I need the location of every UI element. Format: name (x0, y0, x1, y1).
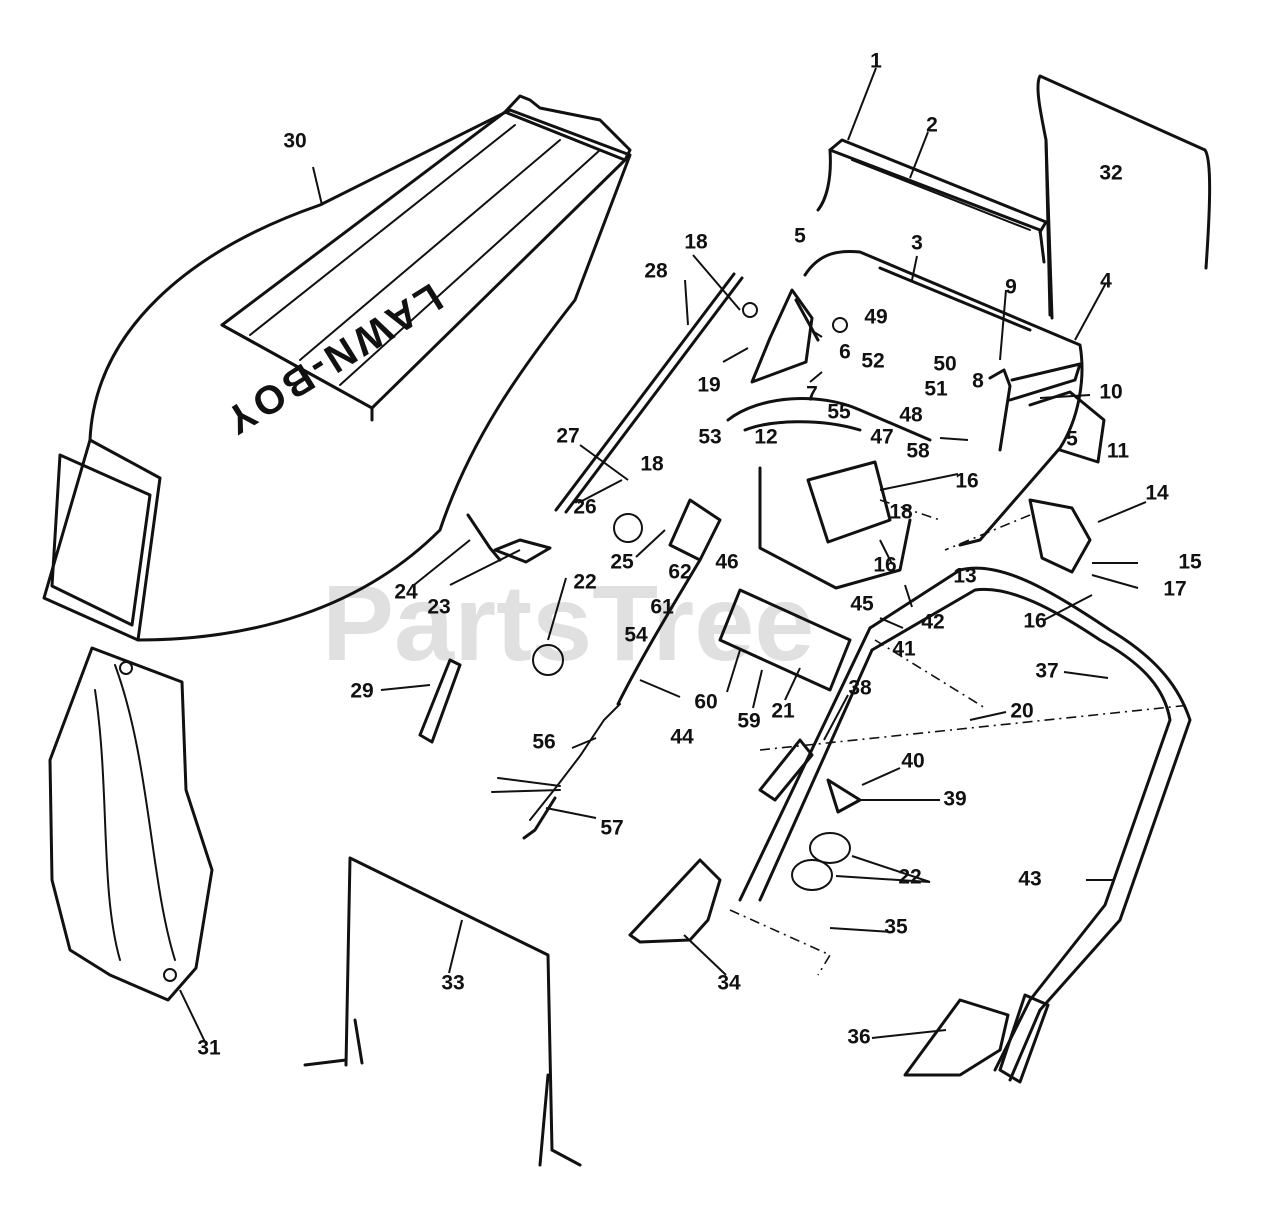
part-label-25: 25 (610, 551, 634, 574)
part-label-32: 32 (1099, 162, 1122, 185)
part-label-39: 39 (943, 788, 966, 811)
part-label-42: 42 (921, 611, 944, 634)
part-label-54: 54 (624, 624, 648, 647)
part-label-6: 6 (839, 341, 851, 364)
handle-bracket-right (903, 998, 1010, 1077)
part-label-37: 37 (1035, 660, 1058, 683)
brand-logo: LAWN-BOY (215, 275, 450, 445)
part-label-59: 59 (737, 710, 760, 733)
part-label-36: 36 (847, 1026, 870, 1049)
leader-lines (179, 67, 1147, 1045)
part-label-19: 19 (697, 374, 720, 397)
upper-handle-bar (816, 138, 1048, 264)
part-label-10: 10 (1099, 381, 1122, 404)
part-label-41: 41 (892, 638, 916, 661)
left-small-parts (418, 513, 643, 744)
part-label-38: 38 (848, 677, 872, 700)
part-label-43: 43 (1018, 868, 1041, 891)
part-label-12: 12 (754, 426, 777, 449)
part-label-20: 20 (1010, 700, 1033, 723)
part-label-52: 52 (861, 350, 884, 373)
part-label-7: 7 (806, 383, 818, 406)
watermark: PartsTree (322, 562, 814, 683)
part-label-30: 30 (283, 130, 306, 153)
part-label-34: 34 (717, 972, 741, 995)
part-label-22b: 22 (898, 866, 921, 889)
part-label-16c: 16 (1023, 610, 1046, 633)
part-label-35: 35 (884, 916, 908, 939)
right-brackets (988, 362, 1106, 464)
part-label-18a: 18 (684, 231, 708, 254)
part-label-5a: 5 (794, 225, 806, 248)
part-label-48: 48 (899, 404, 923, 427)
part-label-21: 21 (771, 700, 795, 723)
part-label-45: 45 (850, 593, 874, 616)
part-label-50: 50 (933, 353, 956, 376)
bag-support-frame (303, 856, 582, 1167)
part-label-40: 40 (901, 750, 924, 773)
part-label-53: 53 (698, 426, 721, 449)
part-label-1: 1 (870, 50, 882, 73)
part-label-14: 14 (1145, 482, 1169, 505)
part-label-58: 58 (906, 440, 930, 463)
part-label-49: 49 (864, 306, 887, 329)
part-label-57: 57 (600, 817, 623, 840)
part-label-51: 51 (924, 378, 948, 401)
handle-knob-assembly (758, 738, 862, 891)
part-label-22a: 22 (573, 571, 596, 594)
part-label-55: 55 (827, 401, 851, 424)
part-label-11: 11 (1107, 440, 1130, 463)
part-label-47: 47 (870, 426, 893, 449)
part-label-8: 8 (972, 370, 984, 393)
part-label-23: 23 (427, 596, 450, 619)
part-label-33: 33 (441, 972, 464, 995)
part-label-9: 9 (1005, 276, 1017, 299)
part-label-5b: 5 (1066, 428, 1078, 451)
hinge-bracket (1028, 498, 1092, 574)
handle-bracket-left (628, 858, 722, 944)
handle-rod (1036, 74, 1212, 320)
part-label-3: 3 (911, 232, 923, 255)
part-labels: 1 2 3 4 5 5 6 7 8 9 10 11 12 13 14 15 16… (197, 50, 1202, 1060)
part-label-18b: 18 (640, 453, 664, 476)
control-housing (803, 249, 1084, 547)
grass-bag: LAWN-BOY (42, 94, 632, 642)
part-label-29: 29 (350, 680, 373, 703)
part-label-61: 61 (650, 596, 674, 619)
part-label-16b: 16 (873, 554, 896, 577)
part-label-46: 46 (715, 551, 738, 574)
part-label-31: 31 (197, 1037, 221, 1060)
lever-assembly (742, 288, 848, 384)
part-label-28: 28 (644, 260, 668, 283)
part-label-44: 44 (670, 726, 694, 749)
part-label-15: 15 (1178, 551, 1202, 574)
part-label-13: 13 (953, 565, 976, 588)
part-label-16a: 16 (955, 470, 978, 493)
part-label-56: 56 (532, 731, 555, 754)
bag-frame (48, 646, 214, 1002)
part-label-17: 17 (1163, 578, 1186, 601)
control-rod (554, 272, 744, 514)
part-label-26: 26 (573, 496, 596, 519)
part-label-2: 2 (926, 114, 938, 137)
part-label-24: 24 (394, 581, 418, 604)
part-label-60: 60 (694, 691, 717, 714)
part-label-4: 4 (1100, 270, 1112, 293)
part-label-62: 62 (668, 561, 691, 584)
part-label-27: 27 (556, 425, 579, 448)
part-label-18c: 18 (889, 501, 913, 524)
